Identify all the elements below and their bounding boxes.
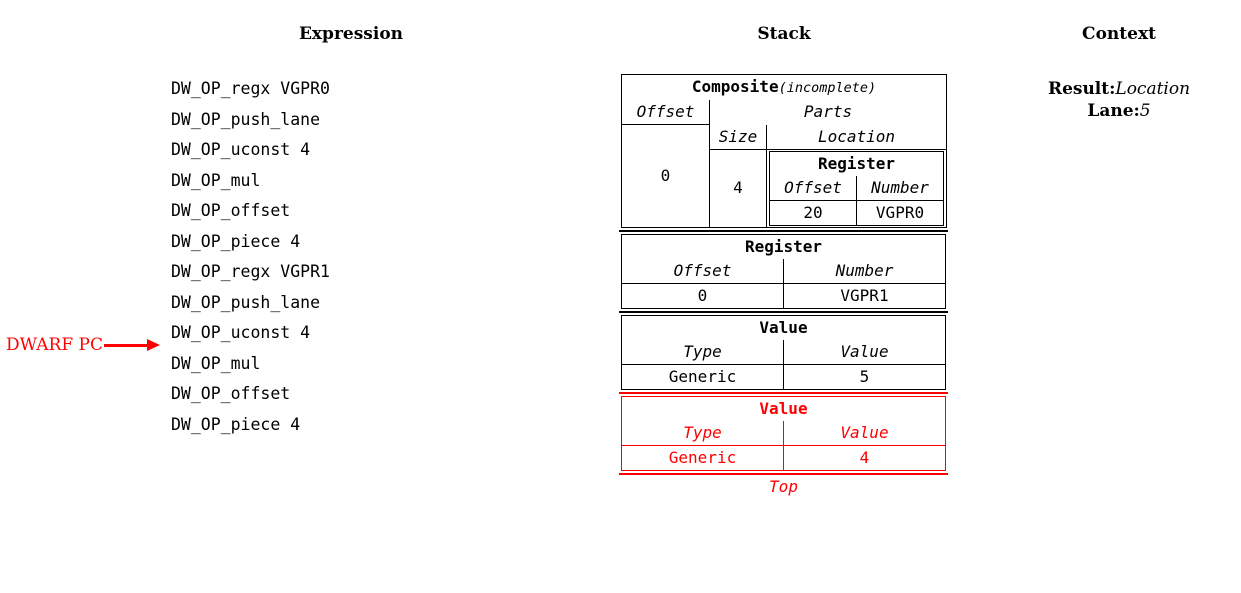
context-lane-row: Lane:5 (1009, 100, 1229, 122)
expression-list: DW_OP_regx VGPR0 DW_OP_push_lane DW_OP_u… (171, 74, 431, 440)
value-value-header: Value (783, 339, 946, 365)
value-top-type-value: Generic (621, 444, 784, 471)
expression-line: DW_OP_mul (171, 353, 261, 373)
dwarf-pc-label: DWARF PC (6, 335, 103, 355)
context-lane-key: Lane: (1087, 101, 1140, 121)
composite-location-header: Location (765, 124, 948, 150)
value-table: Value Type Value Generic 5 (621, 314, 946, 390)
nested-register-number-header: Number (855, 175, 945, 201)
composite-part-location: Register Offset Number 20 VGPR0 (767, 149, 947, 227)
value-value-value: 5 (783, 363, 946, 390)
expression-line: DW_OP_push_lane (171, 292, 321, 312)
register-offset-value: 0 (621, 282, 784, 309)
composite-offset-value: 0 (621, 124, 710, 227)
composite-parts-header: Parts (708, 100, 948, 125)
register-number-header: Number (783, 258, 946, 284)
dwarf-pc-marker: DWARF PC (6, 332, 162, 358)
expression-line: DW_OP_uconst 4 (171, 323, 311, 342)
composite-title-text: Composite (691, 77, 779, 96)
context-result-value: Location (1115, 79, 1191, 99)
expression-line: DW_OP_regx VGPR1 (171, 262, 330, 281)
expression-line: DW_OP_regx VGPR0 (171, 79, 330, 98)
context-column-heading: Context (1082, 24, 1156, 44)
stack-top-label: Top (769, 476, 798, 496)
value-top-value-value: 4 (783, 444, 946, 471)
arrow-right-icon (103, 339, 162, 351)
expression-column-heading: Expression (298, 24, 404, 44)
value-top-type-header: Type (621, 420, 784, 446)
context-result-key: Result: (1047, 79, 1116, 99)
composite-title-suffix: (incomplete) (778, 80, 877, 96)
value-type-header: Type (621, 339, 784, 365)
composite-part-size: 4 (709, 148, 767, 228)
nested-register-title: Register (768, 150, 945, 176)
nested-register-offset-header: Offset (769, 175, 857, 201)
value-top-title: Value (621, 395, 946, 421)
stack-separator-top (619, 391, 948, 394)
value-table-top: Value Type Value Generic 4 (621, 395, 946, 471)
expression-line: DW_OP_offset (171, 384, 291, 403)
expression-line: DW_OP_uconst 4 (171, 140, 311, 159)
expression-line: DW_OP_offset (171, 201, 291, 220)
stack-entry-value-top: Value Type Value Generic 4 Top (619, 395, 948, 497)
expression-line: DW_OP_mul (171, 170, 261, 190)
nested-register-table: Register Offset Number 20 VGPR0 (768, 150, 945, 226)
stack-entry-register: Register Offset Number 0 VGPR1 (619, 233, 948, 309)
stack-entry-value: Value Type Value Generic 5 (619, 314, 948, 390)
stack-column: Composite(incomplete) Offset Parts 0 Siz… (619, 74, 948, 497)
stack-column-heading: Stack (757, 24, 811, 44)
stack-bottom-rule (619, 472, 948, 475)
context-lane-value: 5 (1139, 101, 1151, 121)
value-title: Value (621, 314, 946, 340)
register-offset-header: Offset (621, 258, 784, 284)
register-title: Register (621, 233, 946, 259)
register-number-value: VGPR1 (783, 282, 946, 309)
expression-line: DW_OP_push_lane (171, 109, 321, 129)
context-block: Result:Location Lane:5 (1009, 78, 1229, 122)
composite-offset-header: Offset (621, 100, 710, 125)
nested-register-offset-value: 20 (769, 199, 857, 226)
stack-separator (619, 310, 948, 313)
stack-separator (619, 229, 948, 232)
stack-entry-composite: Composite(incomplete) Offset Parts 0 Siz… (619, 74, 948, 228)
composite-table: Composite(incomplete) Offset Parts 0 Siz… (620, 74, 948, 228)
value-top-value-header: Value (783, 420, 946, 446)
composite-title: Composite(incomplete) (620, 74, 948, 100)
context-result-row: Result:Location (1009, 78, 1229, 100)
nested-register-number-value: VGPR0 (855, 199, 945, 226)
value-type-value: Generic (621, 363, 784, 390)
expression-line: DW_OP_piece 4 (171, 414, 301, 434)
composite-size-header: Size (709, 124, 767, 150)
register-table: Register Offset Number 0 VGPR1 (621, 233, 946, 309)
expression-line: DW_OP_piece 4 (171, 231, 301, 251)
